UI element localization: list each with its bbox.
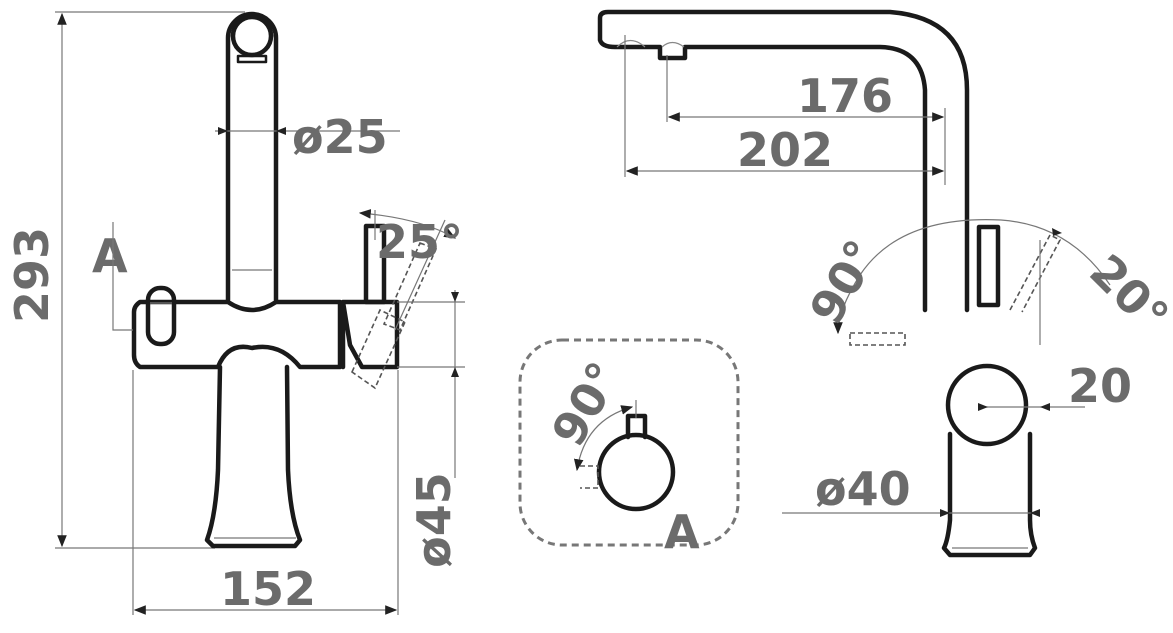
offset-label: 20 bbox=[1068, 359, 1132, 413]
side-view: 176 202 90° 20° 20 ø40 bbox=[597, 9, 1173, 558]
lever-tilted-ghost bbox=[1009, 233, 1062, 313]
aerator-outline bbox=[616, 39, 685, 48]
knob-rotated-ghost bbox=[580, 465, 599, 489]
reach-outer-label: 202 bbox=[737, 123, 833, 177]
detail-a: 90° A bbox=[518, 338, 740, 559]
height-label: 293 bbox=[5, 227, 59, 323]
aerator bbox=[236, 54, 268, 64]
spout-outline bbox=[225, 11, 279, 303]
spout-outline bbox=[597, 9, 970, 313]
body-circle bbox=[945, 363, 1029, 447]
width-label: 152 bbox=[220, 562, 316, 616]
base-diameter-label: ø40 bbox=[815, 462, 911, 516]
lever-angle-arc bbox=[358, 209, 457, 239]
spout-diameter-label: ø25 bbox=[292, 110, 388, 164]
detail-marker-label: A bbox=[92, 229, 128, 283]
front-view: 293 ø25 25° A ø45 bbox=[5, 11, 465, 616]
reach-inner-label: 176 bbox=[797, 69, 893, 123]
detail-leader-line bbox=[112, 222, 133, 331]
body-outline bbox=[131, 299, 343, 370]
knob-angle-arc bbox=[573, 405, 634, 472]
lever-angle-label: 20° bbox=[1079, 244, 1173, 344]
swivel-angle-arc bbox=[833, 219, 1002, 335]
lever-angle-label: 25° bbox=[376, 215, 463, 269]
lever bbox=[976, 224, 1001, 308]
arrowhead bbox=[1052, 228, 1062, 236]
spout-cap bbox=[230, 14, 274, 58]
body-diameter-label: ø45 bbox=[407, 472, 461, 568]
detail-frame bbox=[518, 338, 740, 547]
detail-label: A bbox=[664, 505, 700, 559]
lever-tilted-ghost bbox=[382, 241, 438, 332]
lever-angle-arc bbox=[1000, 219, 1111, 286]
knob-a bbox=[145, 285, 177, 347]
base-outline bbox=[204, 364, 303, 549]
swivel-angle-label: 90° bbox=[799, 231, 889, 333]
spout-swivel-ghost bbox=[849, 332, 906, 346]
base-outline bbox=[941, 431, 1038, 558]
housing-ghost bbox=[350, 308, 407, 390]
knob-circle bbox=[596, 432, 676, 512]
cartridge-housing bbox=[340, 299, 400, 370]
